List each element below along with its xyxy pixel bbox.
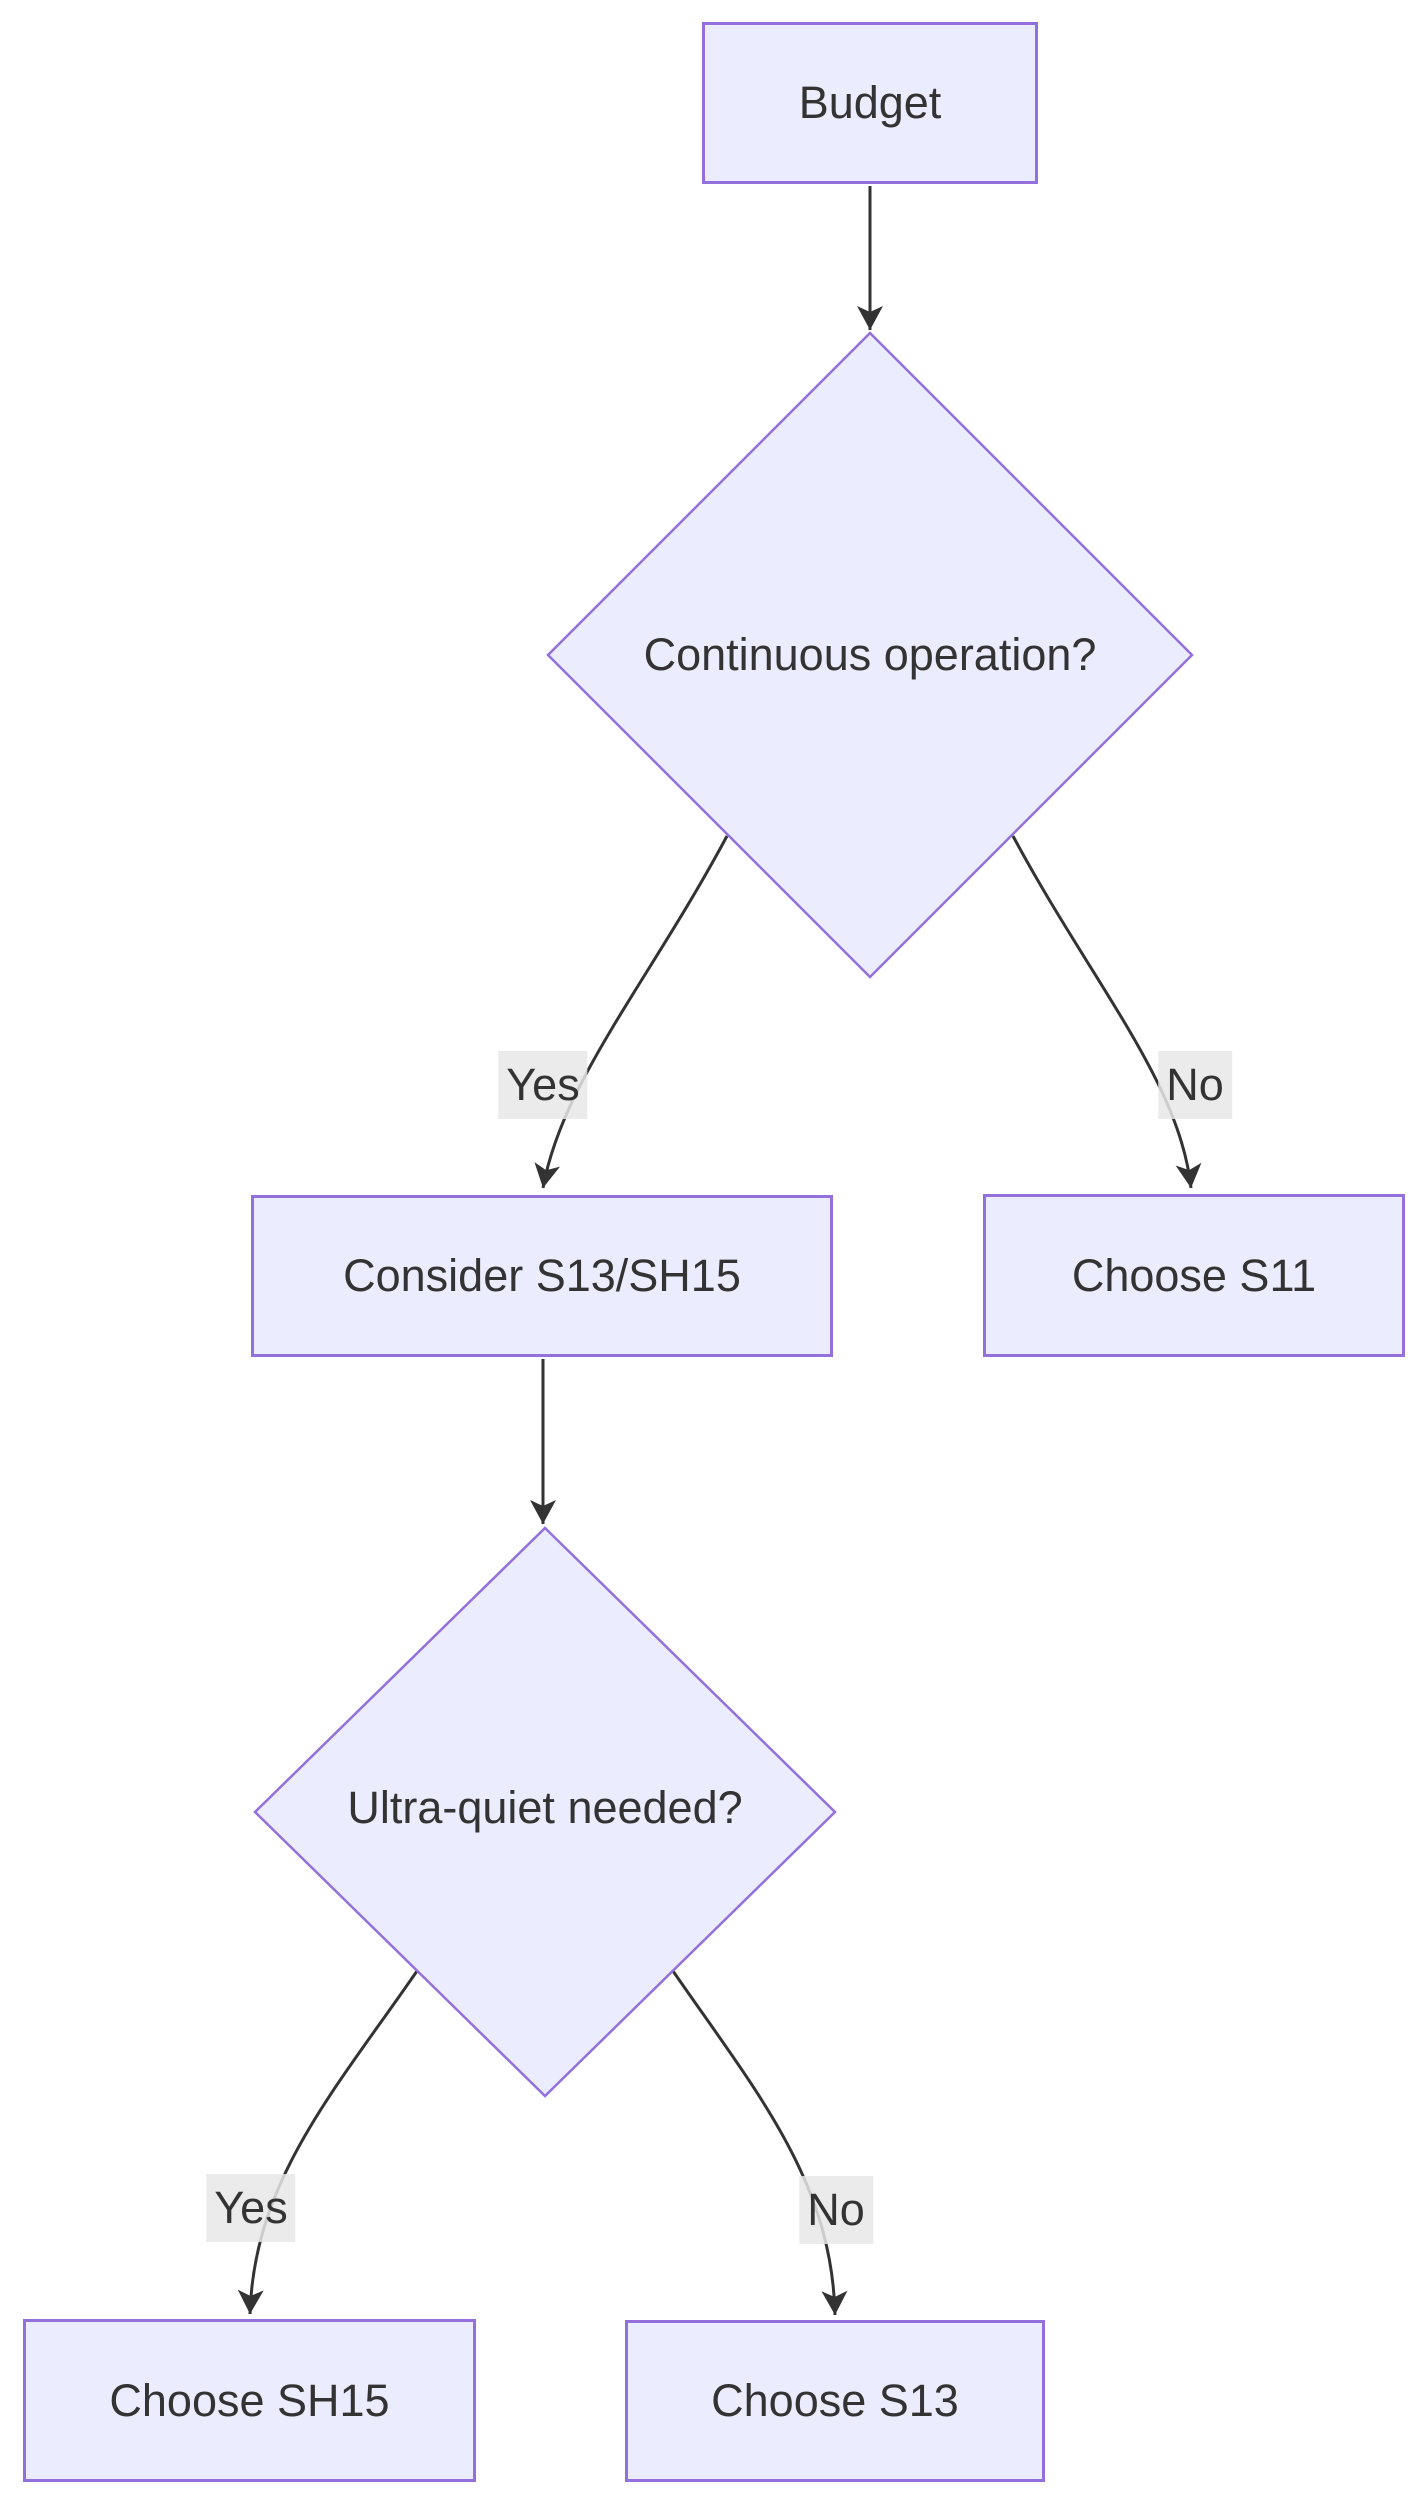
node-choose-s13: Choose S13 [625, 2320, 1045, 2482]
node-budget: Budget [702, 22, 1038, 184]
decision-ultra-quiet-label: Ultra-quiet needed? [347, 1782, 743, 1833]
edge-label-yes-2: Yes [206, 2174, 296, 2242]
node-consider-s13-sh15: Consider S13/SH15 [251, 1195, 833, 1357]
node-choose-sh15-label: Choose SH15 [109, 2374, 390, 2426]
node-choose-s13-label: Choose S13 [711, 2375, 959, 2426]
edge-label-no-1: No [1158, 1051, 1232, 1119]
edge-label-yes-1: Yes [498, 1051, 588, 1119]
decision-node-ultra-quiet [253, 1526, 837, 2098]
decision-continuous-operation-label: Continuous operation? [643, 629, 1097, 680]
node-choose-s11: Choose S11 [983, 1194, 1405, 1357]
node-consider-label: Consider S13/SH15 [343, 1250, 741, 1301]
decision-node-continuous-operation [546, 331, 1194, 979]
node-choose-sh15: Choose SH15 [23, 2319, 476, 2482]
node-budget-label: Budget [798, 77, 942, 128]
edge-continuous-no-to-s11 [1011, 835, 1202, 1189]
edge-label-no-2: No [799, 2176, 873, 2244]
edge-ultraquiet-yes-to-sh15 [237, 1970, 419, 2315]
edge-ultraquiet-no-to-s13 [671, 1970, 848, 2316]
node-choose-s11-label: Choose S11 [1071, 1249, 1317, 1301]
edge-continuous-yes-to-consider [534, 835, 729, 1189]
